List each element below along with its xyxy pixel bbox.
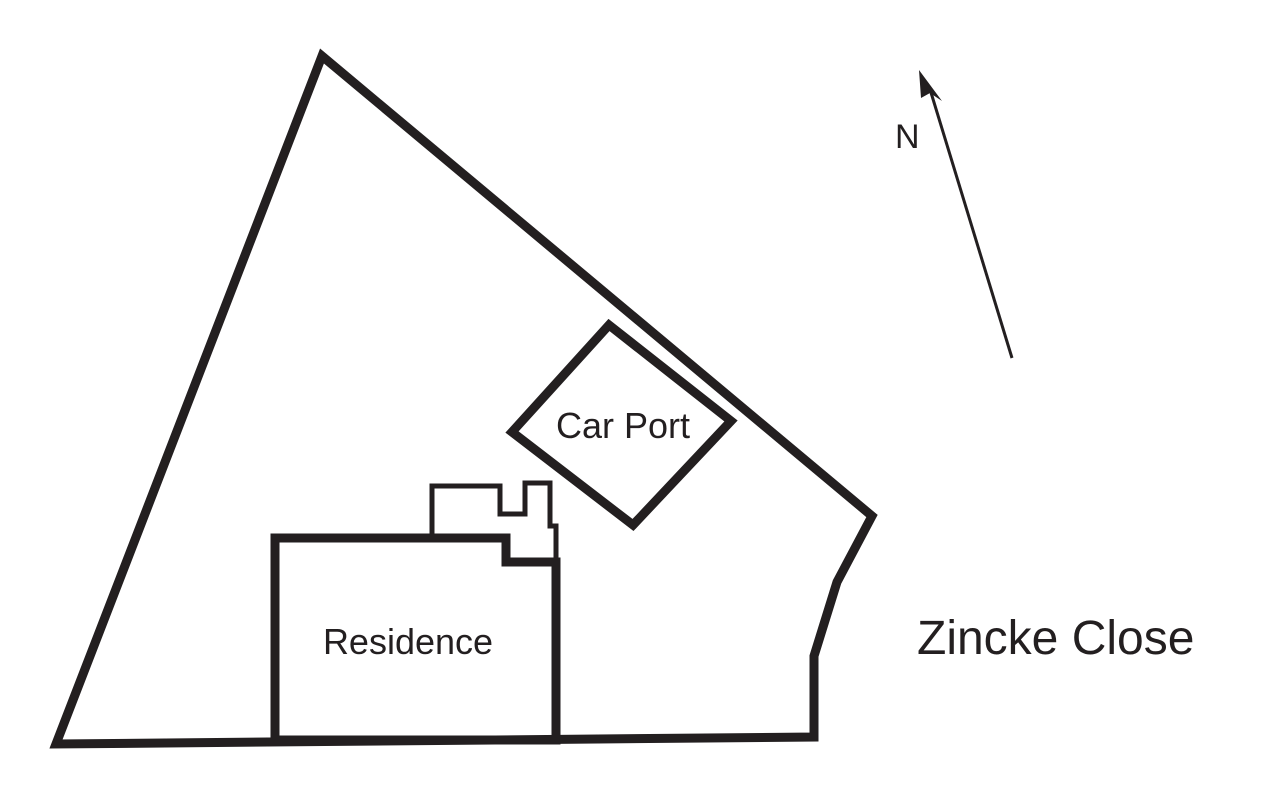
north-label: N (895, 118, 920, 156)
car-port-outline (505, 318, 738, 532)
north-arrow-icon (919, 70, 1014, 359)
residence-annex-outline (429, 480, 559, 562)
car-port-label: Car Port (556, 405, 690, 446)
property-boundary (49, 48, 878, 749)
street-name-label: Zincke Close (917, 612, 1194, 665)
residence-label: Residence (323, 621, 493, 662)
